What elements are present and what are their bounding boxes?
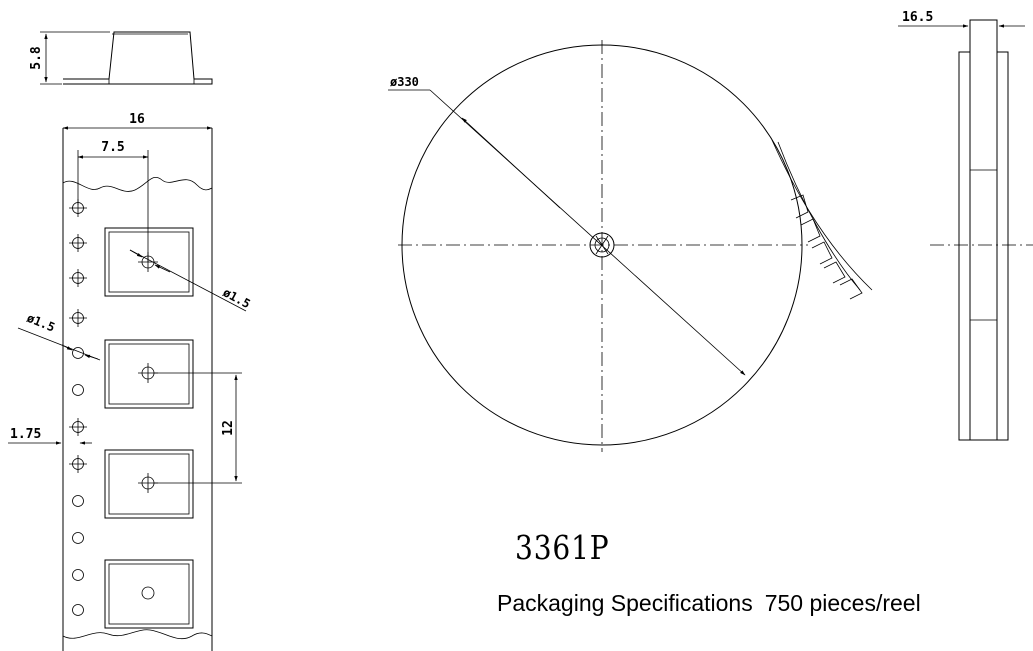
reel-diameter-label: ø330 [390,75,419,89]
packaging-quantity: 750 pieces/reel [764,590,921,616]
part-number-title: 3361P [515,528,610,567]
component-height-label: 5.8 [29,46,44,70]
carrier-tape-view: 16 7.5 [8,112,253,651]
tape-exit [771,139,873,300]
pocket-pitch-label: 12 [221,420,236,436]
sprocket-holes [69,199,87,616]
sprocket-hole-diameter-label: ø1.5 [25,311,57,335]
tape-width-label: 16 [129,112,145,127]
packaging-spec: Packaging Specifications 750 pieces/reel [497,590,921,617]
hole-to-pocket-center-label: 7.5 [101,140,124,155]
packaging-spec-label: Packaging Specifications [497,590,753,616]
reel-front-view: ø330 [388,40,873,452]
reel-side-view: 16.5 [898,10,1033,441]
tape-pockets [104,227,194,629]
reel-width-label: 16.5 [902,10,933,25]
pocket-hole-diameter-label: ø1.5 [221,285,253,311]
component-side-view: 5.8 [29,31,213,85]
hole-to-edge-label: 1.75 [10,427,41,442]
